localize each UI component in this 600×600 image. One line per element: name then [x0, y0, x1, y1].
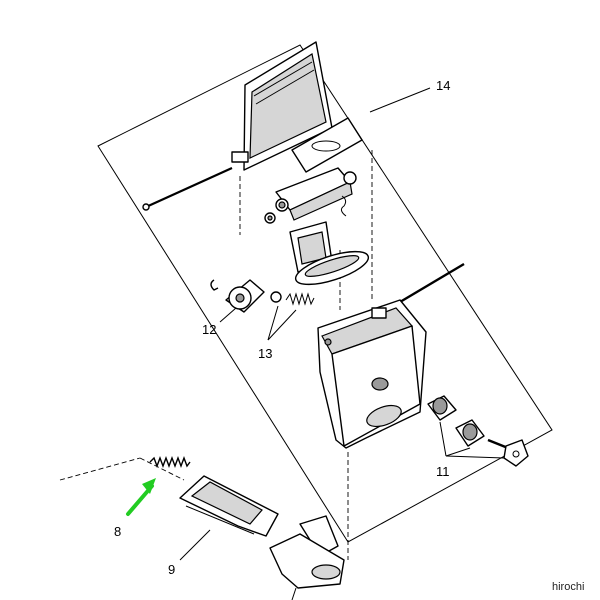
lock-cylinder-2: [455, 419, 485, 447]
callout-11: 11: [436, 464, 450, 479]
hinge-rod: [142, 166, 233, 211]
cam-plate: [210, 279, 265, 313]
callout-9: 9: [168, 562, 175, 577]
callout-8: 8: [114, 524, 121, 539]
guide-line-lower: [59, 457, 141, 481]
watermark-text: hirochi: [552, 581, 584, 593]
nut: [264, 212, 276, 224]
leader-12: [219, 307, 237, 323]
callout-12: 12: [202, 322, 216, 337]
callout-13: 13: [258, 346, 272, 361]
pivot-pin: [399, 262, 465, 304]
leader-11a: [439, 421, 447, 457]
assembly-frame: [97, 44, 553, 543]
lever-knob: [294, 250, 370, 286]
callout-14: 14: [436, 78, 450, 93]
leader-13a: [267, 305, 279, 341]
slide-plate: [179, 475, 279, 537]
leader-11c: [445, 455, 505, 459]
leader-13b: [267, 309, 297, 341]
handle-housing: [317, 299, 427, 449]
leader-14: [369, 87, 431, 113]
pointer-arrow: [126, 478, 156, 516]
return-spring: [149, 456, 191, 468]
hinge-bracket: [275, 167, 357, 221]
key: [487, 438, 529, 467]
leader-9: [179, 529, 211, 561]
detent-ball: [270, 291, 282, 303]
lever-bracket: [269, 515, 345, 600]
detent-spring: [285, 292, 315, 306]
emblem-plate: [291, 117, 363, 173]
leader-11b: [445, 447, 471, 457]
hinged-plate: [231, 41, 333, 171]
lock-cylinder: [427, 395, 457, 421]
guide-line-lower: [139, 457, 185, 481]
